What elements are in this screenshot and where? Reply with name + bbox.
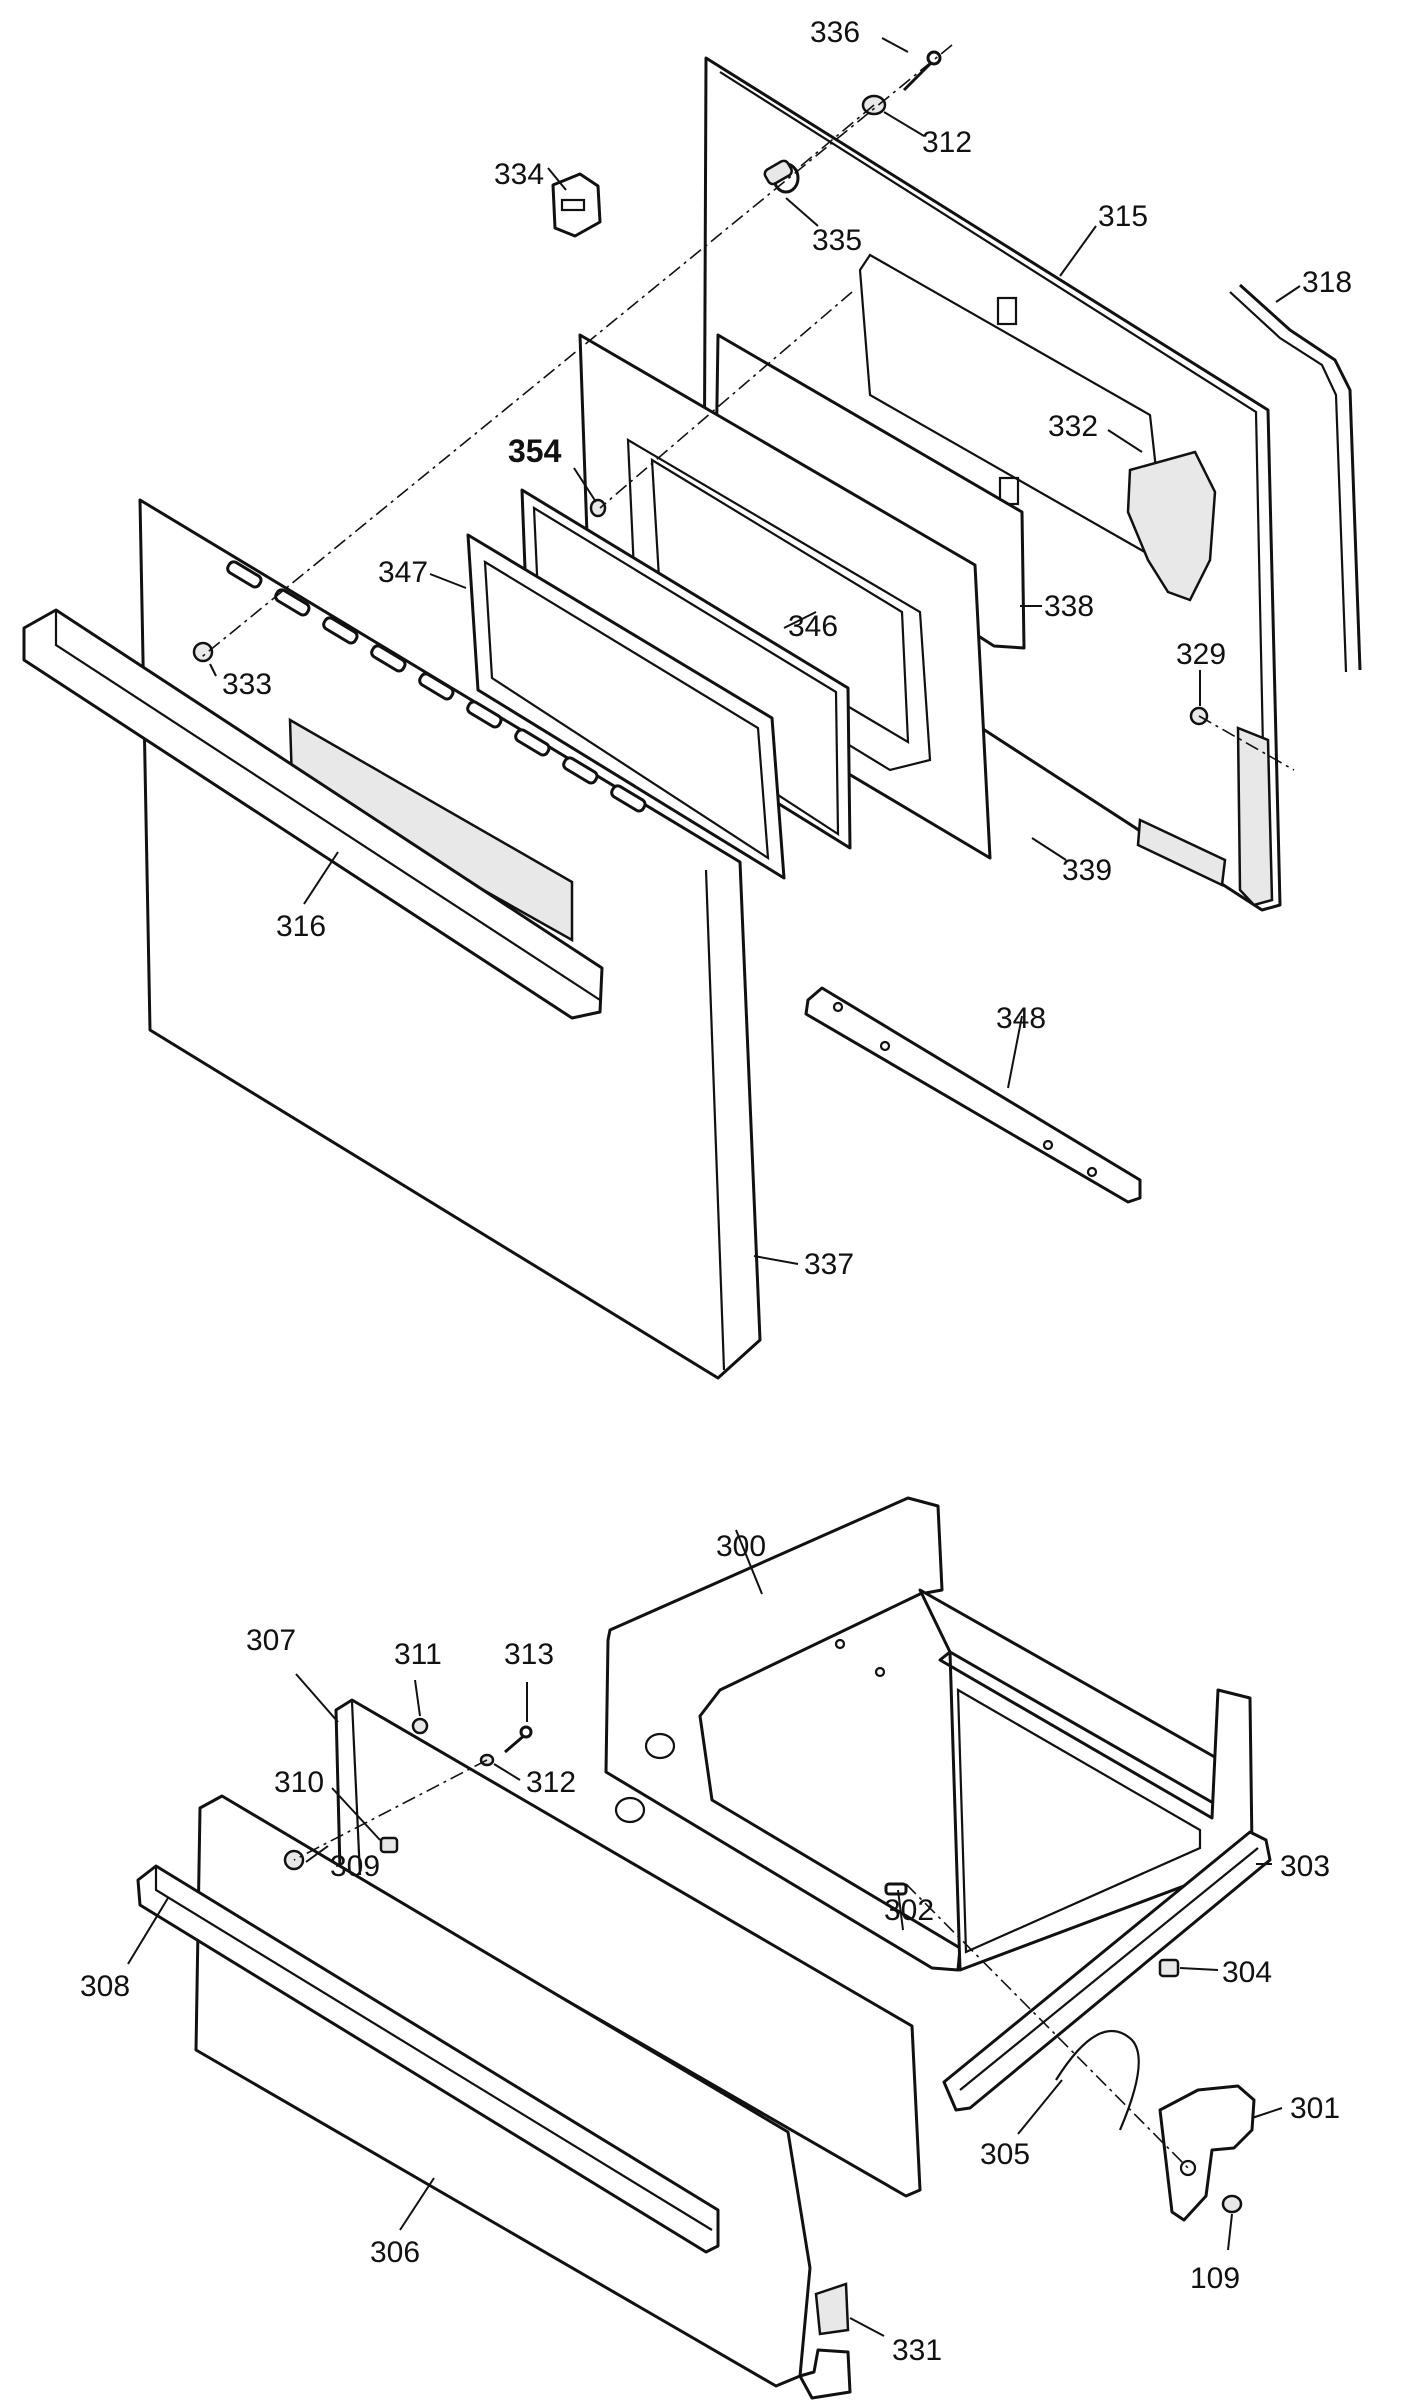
roller-bracket-301 (1158, 2084, 1256, 2222)
window-frame-347 (466, 533, 786, 880)
drawer-body-300 (604, 1496, 1254, 1972)
label-336: 336 (810, 16, 860, 49)
label-354: 354 (508, 433, 562, 469)
label-334: 334 (494, 158, 544, 191)
label-346: 346 (788, 610, 838, 643)
drawer-slide-303 (942, 1830, 1272, 2112)
stop-302 (884, 1882, 908, 1896)
label-303: 303 (1280, 1850, 1330, 1883)
bracket-331 (814, 2282, 850, 2336)
label-304: 304 (1222, 1956, 1272, 1989)
door-seal-318 (1229, 283, 1362, 673)
hinge-bracket-348 (804, 986, 1142, 1204)
label-316: 316 (276, 910, 326, 943)
screw-313 (504, 1725, 533, 1754)
label-308: 308 (80, 1970, 130, 2003)
label-309: 309 (330, 1850, 380, 1883)
vent-slots (226, 560, 647, 813)
leader-lines (127, 37, 1301, 2337)
label-301: 301 (1290, 2092, 1340, 2125)
part-labels: 336 312 334 335 315 318 354 332 347 346 … (80, 16, 1352, 2367)
label-300: 300 (716, 1530, 766, 1563)
label-347: 347 (378, 556, 428, 589)
spring-305 (1055, 2029, 1140, 2131)
label-312-top: 312 (922, 126, 972, 159)
label-302: 302 (884, 1894, 934, 1927)
label-338: 338 (1044, 590, 1094, 623)
label-332: 332 (1048, 410, 1098, 443)
label-335: 335 (812, 224, 862, 257)
label-312-bottom: 312 (526, 1766, 576, 1799)
label-318: 318 (1302, 266, 1352, 299)
door-handle-316 (22, 608, 604, 1020)
label-348: 348 (996, 1002, 1046, 1035)
label-109: 109 (1190, 2262, 1240, 2295)
label-333: 333 (222, 668, 272, 701)
fastener-310 (379, 1836, 399, 1854)
label-307: 307 (246, 1624, 296, 1657)
latch-part-335 (763, 159, 793, 186)
screw-336 (902, 50, 942, 92)
screw-354 (589, 498, 607, 518)
label-337: 337 (804, 1248, 854, 1281)
nut-109 (1221, 2194, 1243, 2214)
label-310: 310 (274, 1766, 324, 1799)
label-313: 313 (504, 1638, 554, 1671)
label-315: 315 (1098, 200, 1148, 233)
plug-311 (411, 1717, 429, 1735)
screw-333 (192, 641, 214, 663)
drawer-handle-308 (136, 1864, 720, 2254)
label-331: 331 (892, 2334, 942, 2367)
label-311: 311 (394, 1638, 442, 1671)
label-305: 305 (980, 2138, 1030, 2171)
label-339: 339 (1062, 854, 1112, 887)
clip-304 (1158, 1958, 1180, 1978)
label-329: 329 (1176, 638, 1226, 671)
insulation-332 (1126, 450, 1217, 602)
label-306: 306 (370, 2236, 420, 2269)
